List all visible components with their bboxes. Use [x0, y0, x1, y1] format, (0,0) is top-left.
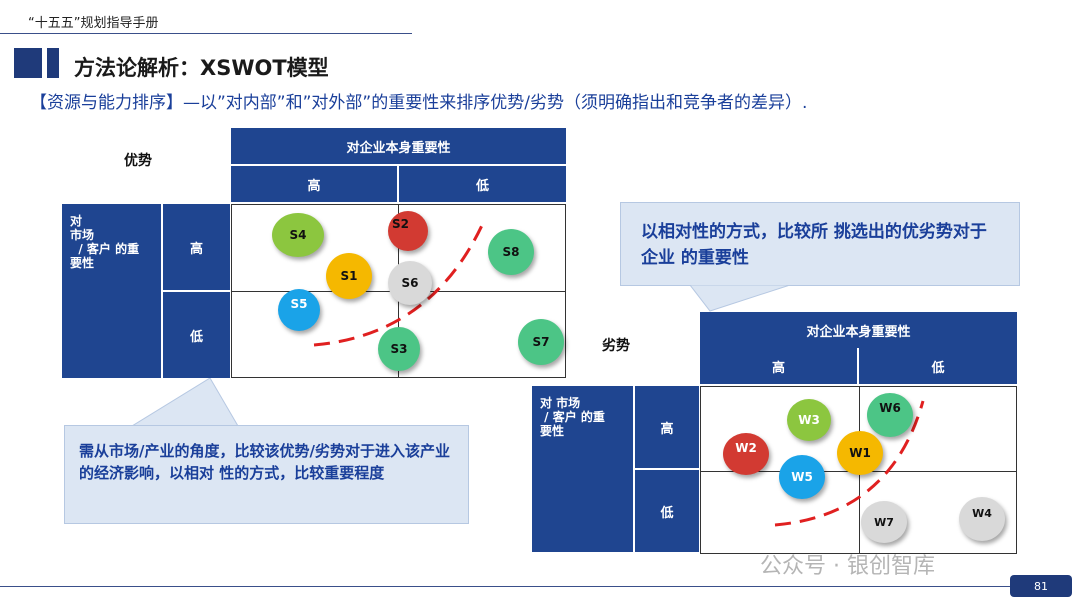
weaknesses-row-high: 高 — [635, 386, 699, 468]
bubble-s8: S8 — [488, 229, 534, 275]
bubble-s1: S1 — [326, 253, 372, 299]
strengths-col-high: 高 — [231, 166, 397, 202]
strengths-row-header: 对 市场 / 客户 的重 要性 — [62, 204, 161, 378]
weaknesses-col-high: 高 — [700, 348, 857, 384]
weaknesses-col-low: 低 — [859, 348, 1017, 384]
bubble-s7: S7 — [518, 319, 564, 365]
bubble-w4: W4 — [959, 497, 1005, 541]
document-title: “十五五”规划指导手册 — [28, 16, 159, 31]
strengths-col-low: 低 — [399, 166, 566, 202]
weaknesses-plot: W3 W6 W2 W1 W5 W7 W4 — [700, 386, 1017, 554]
bubble-w3: W3 — [787, 399, 831, 441]
weaknesses-label: 劣势 — [602, 338, 630, 354]
bubble-w7: W7 — [861, 501, 907, 543]
bubble-s6: S6 — [388, 261, 432, 305]
section-subtitle: 【资源与能力排序】—以”对内部”和”对外部”的重要性来排序优势/劣势（须明确指出… — [30, 93, 808, 113]
bubble-s2: S2 — [388, 211, 428, 251]
strengths-row-low: 低 — [163, 292, 230, 378]
strengths-curve — [313, 220, 486, 347]
bubble-w6: W6 — [867, 393, 913, 437]
header-divider — [0, 33, 412, 34]
watermark: 公众号 · 银创智库 — [760, 554, 935, 579]
bubble-w5: W5 — [779, 455, 825, 499]
footer-divider — [0, 586, 1010, 587]
strengths-row-high: 高 — [163, 204, 230, 290]
weaknesses-row-low: 低 — [635, 470, 699, 552]
strengths-col-header: 对企业本身重要性 — [231, 128, 566, 164]
bubble-s3: S3 — [378, 327, 420, 371]
bubble-s4: S4 — [272, 213, 324, 257]
right-callout-pointer — [690, 285, 791, 312]
left-callout: 需从市场/产业的角度，比较该优势/劣势对于进入该产业的经济影响，以相对 性的方式… — [64, 425, 469, 524]
bubble-w2: W2 — [723, 433, 769, 475]
left-callout-pointer — [131, 378, 239, 426]
weaknesses-curve — [774, 400, 925, 527]
title-marker-block — [14, 48, 42, 78]
weaknesses-col-header: 对企业本身重要性 — [700, 312, 1017, 348]
right-callout: 以相对性的方式，比较所 挑选出的优劣势对于企业 的重要性 — [620, 202, 1020, 286]
strengths-plot: S4 S2 S1 S6 S8 S5 S3 S7 — [231, 204, 566, 378]
weaknesses-row-header: 对 市场 / 客户 的重 要性 — [532, 386, 633, 552]
strengths-label: 优势 — [124, 153, 152, 169]
bubble-s5: S5 — [278, 289, 320, 331]
bubble-w1: W1 — [837, 431, 883, 475]
section-title: 方法论解析：XSWOT模型 — [74, 56, 329, 80]
title-marker-bar — [47, 48, 59, 78]
page-number: 81 — [1010, 575, 1072, 597]
